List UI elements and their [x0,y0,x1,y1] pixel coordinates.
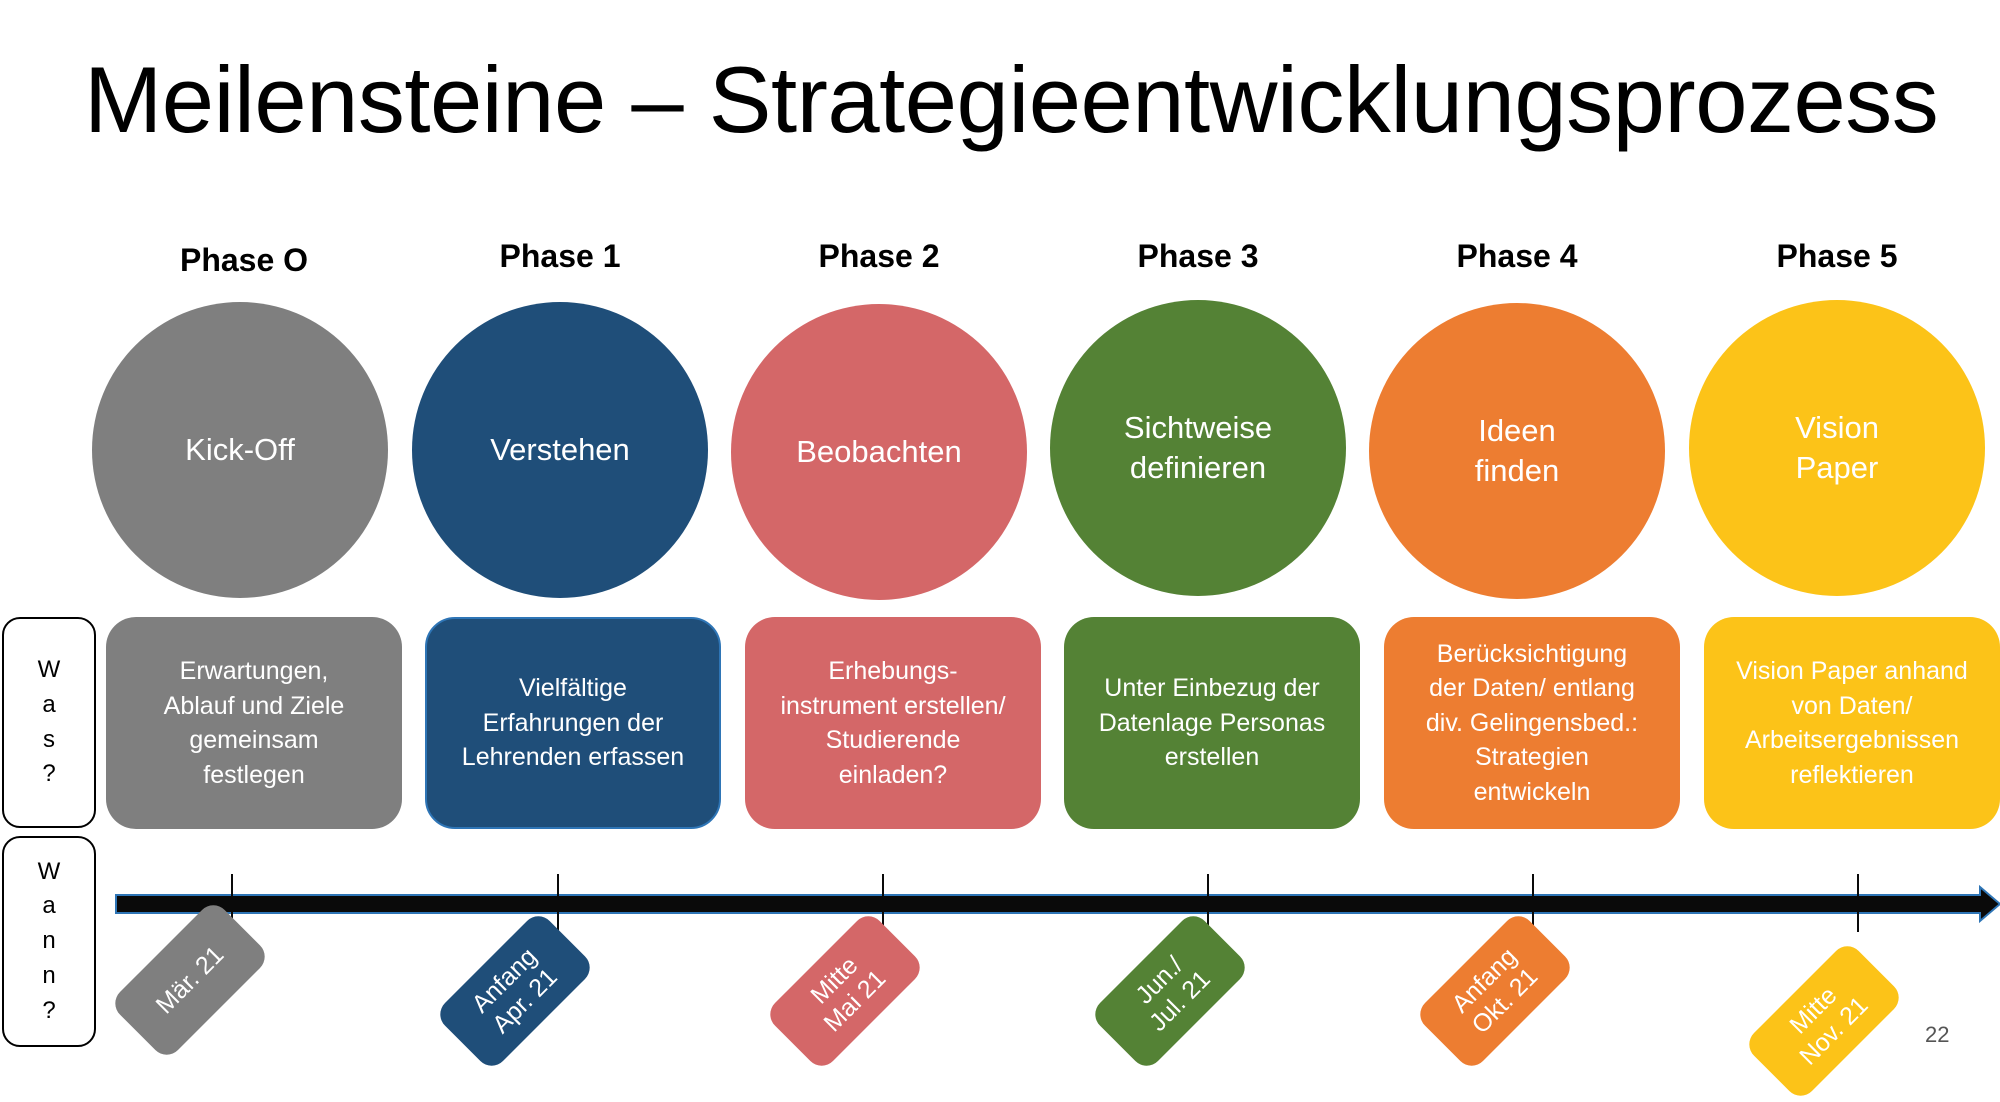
description-text: Erwartungen, Ablauf und Ziele gemeinsam … [163,657,345,789]
wann-letter: a [42,892,56,920]
description-box: Erhebungs- instrument erstellen/ Studier… [745,617,1041,829]
phase-label: Phase O [179,242,309,278]
slide-title: Meilensteine – Strategieentwicklungsproz… [84,47,1939,152]
wann-letter: W [37,857,61,885]
description-box: Vielfältige Erfahrungen der Lehrenden er… [425,617,721,829]
page-number: 22 [1925,1022,1950,1047]
milestone-label: Vision Paper [1795,409,1879,485]
milestone-label: Beobachten [796,433,962,469]
wann-row-label: W a n n ? [2,836,96,1047]
description-box: Berücksichtigung der Daten/ entlang div.… [1384,617,1680,829]
description-text: Erhebungs- instrument erstellen/ Studier… [780,657,1006,789]
milestone-circle: Kick-Off [92,302,388,598]
description-text: Unter Einbezug der Datenlage Personas er… [1098,674,1326,772]
wann-letter: n [42,927,56,955]
description-box: Vision Paper anhand von Daten/ Arbeitser… [1704,617,2000,829]
phase-label: Phase 3 [1137,238,1259,274]
milestone-circle: Sichtweise definieren [1050,300,1346,596]
wann-letter: ? [42,996,56,1024]
description-text: Vielfältige Erfahrungen der Lehrenden er… [461,674,685,772]
description-box: Erwartungen, Ablauf und Ziele gemeinsam … [106,617,402,829]
was-row-label: W a s ? [2,617,96,828]
phase-label: Phase 5 [1776,238,1898,274]
milestone-circle: Vision Paper [1689,300,1985,596]
timeline-arrow [115,884,2000,924]
wann-letter: n [42,961,56,989]
milestone-circle: Beobachten [731,304,1027,600]
was-letter: a [42,690,56,718]
milestone-label: Ideen finden [1474,412,1560,488]
description-text: Berücksichtigung der Daten/ entlang div.… [1425,639,1639,806]
description-box: Unter Einbezug der Datenlage Personas er… [1064,617,1360,829]
milestone-label: Verstehen [490,431,630,467]
was-letter: W [37,655,61,683]
milestone-circle: Verstehen [412,302,708,598]
was-letter: ? [42,760,56,788]
phase-label: Phase 1 [499,238,621,274]
phase-label: Phase 4 [1456,238,1578,274]
phase-label: Phase 2 [818,238,940,274]
was-letter: s [43,725,55,753]
date-text: Mär. 21 [150,940,230,1020]
description-text: Vision Paper anhand von Daten/ Arbeitser… [1736,657,1968,789]
milestone-label: Sichtweise definieren [1123,409,1273,485]
milestone-label: Kick-Off [185,431,295,467]
milestone-circle: Ideen finden [1369,303,1665,599]
